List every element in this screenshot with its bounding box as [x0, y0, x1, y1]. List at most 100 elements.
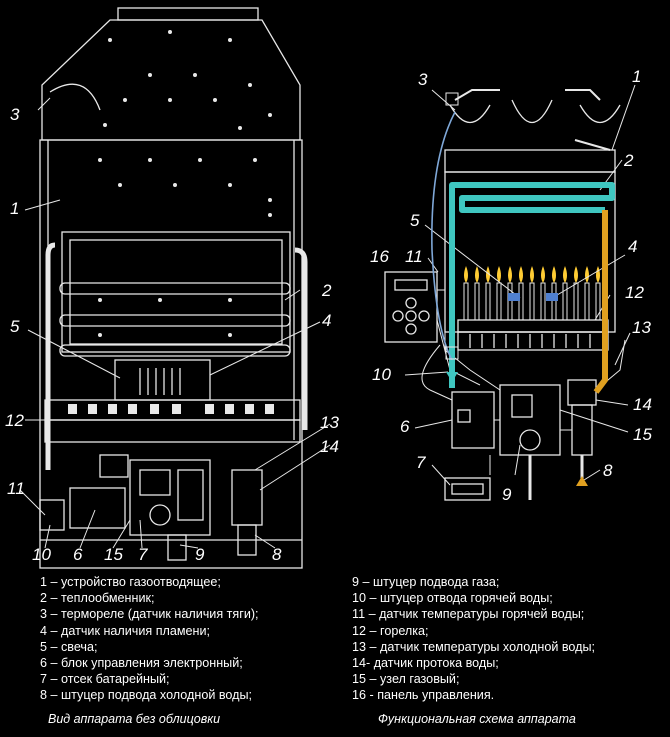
callout-right-4: 4 — [628, 237, 637, 256]
flow-sensor — [231, 469, 263, 526]
exchanger-top — [444, 149, 616, 173]
hot-pipe-left — [45, 242, 56, 470]
callout-right-11: 11 — [405, 247, 423, 266]
flame-icon — [596, 266, 600, 283]
callout-right-2: 2 — [623, 151, 634, 170]
callout-left-9: 9 — [195, 545, 205, 564]
legend-item: 16 - панель управления. — [352, 688, 495, 703]
flame-icon — [552, 266, 556, 283]
battery-cell — [451, 483, 484, 495]
flow-sensor-body — [571, 404, 593, 456]
ignition-block — [114, 359, 211, 401]
callout-left-14: 14 — [320, 437, 339, 456]
legend-item: 7 – отсек батарейный; — [40, 672, 170, 687]
callout-right-14: 14 — [633, 395, 652, 414]
flue-arc-1 — [449, 104, 491, 123]
flame-icon — [508, 266, 512, 283]
legend-item: 12 – горелка; — [352, 623, 429, 638]
flame-icon — [530, 266, 534, 283]
legend-left: 1 – устройство газоотводящее; 2 – теплоо… — [40, 574, 259, 704]
burner-body — [457, 331, 609, 351]
burner-tube — [518, 282, 524, 321]
burner-tube — [562, 282, 568, 321]
appliance-view — [19, 7, 331, 569]
legend-item: 2 – теплообменник; — [40, 591, 155, 606]
flue-hood-right — [565, 89, 601, 101]
burner-tube — [573, 282, 579, 321]
coil-pipe-3 — [59, 344, 291, 357]
right-callouts: 1 2 3 4 5 6 7 8 9 10 11 12 13 14 15 16 — [370, 67, 652, 504]
ignition-electrode — [508, 293, 520, 301]
exchanger-rivets — [98, 298, 232, 337]
burner-tube — [463, 282, 469, 321]
caption-left: Вид аппарата без облицовки — [48, 712, 221, 726]
hot-water-arrow-head — [446, 372, 458, 382]
burner-flames — [463, 266, 601, 321]
flame-icon — [541, 266, 545, 283]
gas-valve-part-b — [177, 469, 204, 521]
callout-right-9: 9 — [502, 485, 512, 504]
legend-item: 3 – термореле (датчик наличия тяги); — [40, 607, 259, 622]
draft-sensor — [445, 92, 459, 106]
burner-tube — [507, 282, 513, 321]
draft-hood-curve — [49, 83, 101, 111]
burner-tube — [496, 282, 502, 321]
flue-arc-2 — [511, 99, 553, 123]
main-frame — [39, 139, 303, 569]
legend-item: 9 – штуцер подвода газа; — [352, 575, 500, 589]
legend-item: 14- датчик протока воды; — [352, 655, 499, 670]
left-leader-lines — [19, 97, 331, 549]
callout-right-5: 5 — [410, 211, 420, 230]
hot-water-fitting — [39, 499, 65, 531]
callout-right-15: 15 — [633, 425, 652, 444]
callout-left-6: 6 — [73, 545, 83, 564]
callout-left-4: 4 — [322, 311, 331, 330]
callout-left-10: 10 — [32, 545, 51, 564]
legend-item: 4 – датчик наличия пламени; — [40, 623, 211, 638]
gas-fitting — [167, 534, 187, 561]
callout-left-3: 3 — [10, 105, 20, 124]
flame-icon — [475, 266, 479, 283]
legend-item: 6 – блок управления электронный; — [40, 655, 243, 670]
control-button-bottom — [405, 323, 417, 335]
burner-tube — [584, 282, 590, 321]
callout-right-10: 10 — [372, 365, 391, 384]
gas-valve-solenoid — [511, 394, 533, 418]
battery-compartment — [99, 454, 129, 478]
caption-right: Функциональная схема аппарата — [378, 712, 576, 726]
legend-item: 11 – датчик температуры горячей воды; — [352, 607, 585, 622]
burner-tube — [551, 282, 557, 321]
legend-item: 8 – штуцер подвода холодной воды; — [40, 688, 253, 703]
hot-water-path — [449, 182, 615, 388]
cold-water-arrow-head — [576, 476, 588, 486]
draft-sensor-wire — [431, 111, 456, 361]
callout-left-11: 11 — [7, 479, 25, 498]
callout-right-16: 16 — [370, 247, 389, 266]
callout-left-8: 8 — [272, 545, 282, 564]
gas-valve-knob — [149, 504, 171, 526]
control-unit-chip — [457, 409, 471, 423]
flame-icon — [563, 266, 567, 283]
burner-nozzles — [68, 404, 274, 414]
legend-item: 10 – штуцер отвода горячей воды; — [352, 591, 553, 606]
callout-left-12: 12 — [5, 411, 24, 430]
flame-icon — [486, 266, 490, 283]
control-display — [394, 279, 428, 291]
flame-icon — [574, 266, 578, 283]
flow-sensor-box — [567, 379, 597, 406]
callout-right-1: 1 — [632, 67, 641, 86]
heat-exchanger-body — [61, 231, 291, 353]
callout-right-13: 13 — [632, 318, 651, 337]
callout-right-7: 7 — [416, 453, 426, 472]
callout-right-6: 6 — [400, 417, 410, 436]
legend-item: 15 – узел газовый; — [352, 672, 460, 687]
flame-icon — [519, 266, 523, 283]
flame-sensor-probe — [546, 293, 558, 301]
burner-base — [44, 419, 301, 443]
burner-tube — [485, 282, 491, 321]
callout-right-3: 3 — [418, 70, 428, 89]
hot-water-sensor — [445, 346, 459, 360]
electronic-unit — [69, 487, 126, 529]
